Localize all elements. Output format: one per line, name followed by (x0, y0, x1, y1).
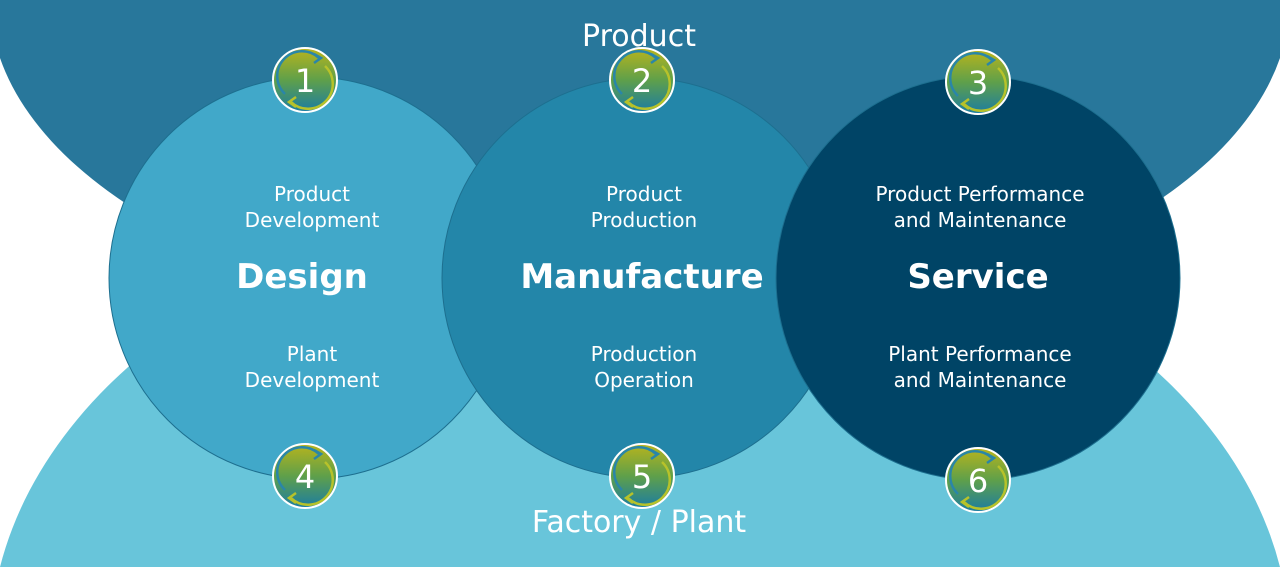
badge-number: 2 (632, 62, 652, 100)
stage-top-line: Product (274, 182, 350, 206)
cycle-arrow-icon (275, 446, 320, 491)
stage-title: Manufacture (520, 257, 763, 297)
stage-top-line: Product (606, 182, 682, 206)
badge-number: 6 (968, 462, 988, 500)
stage-manufacture: ProductProductionManufactureProductionOp… (441, 77, 843, 479)
arrowhead-icon (986, 452, 997, 465)
stage-bottom-line: Production (591, 342, 697, 366)
arrowhead-icon (650, 448, 661, 461)
stage-top-line: Production (591, 208, 697, 232)
cycle-arrow-icon (612, 446, 657, 491)
badge-number: 5 (632, 458, 652, 496)
cycle-badge: 1 (272, 47, 338, 113)
cycle-arrow-icon (627, 461, 672, 506)
stage-title: Design (236, 257, 368, 297)
cycle-badge: 3 (945, 49, 1011, 115)
stage-bottom-line: Development (245, 368, 380, 392)
arrowhead-icon (313, 448, 324, 461)
stage-bottom-line: Plant (287, 342, 338, 366)
arrowhead-icon (286, 491, 297, 505)
stage-title: Service (907, 257, 1048, 297)
arrowhead-icon (959, 495, 970, 509)
cycle-arrow-icon (290, 65, 335, 110)
badge-number: 3 (968, 64, 988, 102)
stage-top-line: Development (245, 208, 380, 232)
cycle-badge: 4 (272, 443, 338, 509)
factory-band-label: Factory / Plant (532, 505, 747, 540)
arrowhead-icon (313, 52, 324, 65)
cycle-arrow-icon (948, 450, 993, 495)
cycle-arrow-icon (948, 52, 993, 97)
badge-number: 4 (295, 458, 315, 496)
stage-top-line: Product Performance (875, 182, 1084, 206)
cycle-badge: 2 (609, 47, 675, 113)
stage-bottom-line: and Maintenance (894, 368, 1067, 392)
cycle-badge: 5 (609, 443, 675, 509)
arrowhead-icon (623, 491, 634, 505)
arrowhead-icon (286, 95, 297, 109)
cycle-arrow-icon (275, 50, 320, 95)
arrowhead-icon (623, 95, 634, 109)
cycle-arrow-icon (290, 461, 335, 506)
arrowhead-icon (986, 54, 997, 67)
cycle-arrow-icon (963, 67, 1008, 112)
arrowhead-icon (959, 97, 970, 111)
cycle-arrow-icon (627, 65, 672, 110)
cycle-arrow-icon (612, 50, 657, 95)
arrowhead-icon (650, 52, 661, 65)
badge-number: 1 (295, 62, 315, 100)
stage-top-line: and Maintenance (894, 208, 1067, 232)
stage-bottom-line: Plant Performance (888, 342, 1072, 366)
stage-bottom-line: Operation (594, 368, 694, 392)
cycle-badge: 6 (945, 447, 1011, 513)
cycle-arrow-icon (963, 465, 1008, 510)
